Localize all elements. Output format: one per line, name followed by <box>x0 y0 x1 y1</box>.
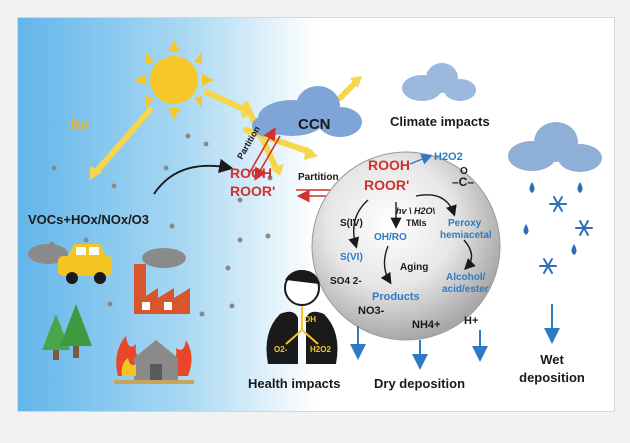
climate-cloud-icon <box>402 63 476 101</box>
no3-label: NO3- <box>358 305 385 317</box>
hemiacetal-label: hemiacetal <box>440 230 492 241</box>
ccn-cloud-icon <box>252 86 362 137</box>
h2o2-label: H2O2 <box>434 151 463 163</box>
lung-o2-label: O2- <box>274 345 288 354</box>
alcohol-label-2: acid/ester <box>442 284 489 295</box>
human-head-icon <box>284 270 320 306</box>
lungs-icon <box>266 306 338 364</box>
car-icon <box>28 244 112 284</box>
raindrop-icon <box>523 182 583 255</box>
so4-label: SO4 2- <box>330 276 362 287</box>
tmis-label: TMIs <box>406 218 427 228</box>
dry-deposition-label: Dry deposition <box>374 376 465 391</box>
dry-deposition-arrows <box>350 326 488 370</box>
h2o2-arrow <box>409 153 433 165</box>
lung-h2o2-label: H2O2 <box>310 345 331 354</box>
svg-text:O: O <box>460 166 468 177</box>
s4-arrow <box>348 199 369 249</box>
vocs-label: VOCs+HOx/NOx/O3 <box>28 212 149 227</box>
alcohol-arrow <box>463 239 476 270</box>
snowflake-icon <box>539 196 593 274</box>
carbonyl-label: –C– <box>452 175 474 189</box>
ohro-label: OH/RO <box>374 232 407 243</box>
health-impacts-label: Health impacts <box>248 376 340 391</box>
products-label: Products <box>372 291 420 303</box>
rooh-center-label: ROOH <box>368 157 410 173</box>
aging-label: Aging <box>400 262 428 273</box>
ccn-label: CCN <box>298 116 331 133</box>
rain-cloud-icon <box>508 122 602 172</box>
roor-left-label: ROOR' <box>230 183 275 199</box>
trees-icon <box>42 304 92 360</box>
nh4-label: NH4+ <box>412 319 440 331</box>
partition-main-label: Partition <box>298 172 339 183</box>
deposition-label: deposition <box>519 370 585 385</box>
peroxy-label: Peroxy <box>448 218 482 229</box>
aerosol-particle-sphere <box>311 151 501 341</box>
wet-label: Wet <box>540 352 564 367</box>
sun-icon <box>134 40 214 120</box>
s6-label: S(VI) <box>340 252 363 263</box>
peroxy-arrow <box>415 194 457 217</box>
burning-house-icon <box>114 336 194 384</box>
figure-frame: hv CCN Partition Climate impacts Wet dep <box>17 17 615 412</box>
hplus-label: H+ <box>464 315 478 327</box>
ccn-partition-arrows <box>249 127 281 181</box>
factory-icon <box>134 248 190 314</box>
s4-label: S(IV) <box>340 218 363 229</box>
alcohol-label-1: Alcohol/ <box>446 272 486 283</box>
rooh-left-label: ROOH <box>230 165 272 181</box>
hv-h2o-label: hv \ H2O\ <box>396 206 436 216</box>
lung-oh-label: OH <box>304 315 316 324</box>
climate-impacts-label: Climate impacts <box>390 114 490 129</box>
vocs-arrow <box>153 158 234 195</box>
hv-label: hv <box>70 117 90 134</box>
aging-arrow <box>380 245 392 285</box>
roor-center-label: ROOR' <box>364 177 409 193</box>
diagram-canvas: hv CCN Partition Climate impacts Wet dep <box>18 18 614 411</box>
